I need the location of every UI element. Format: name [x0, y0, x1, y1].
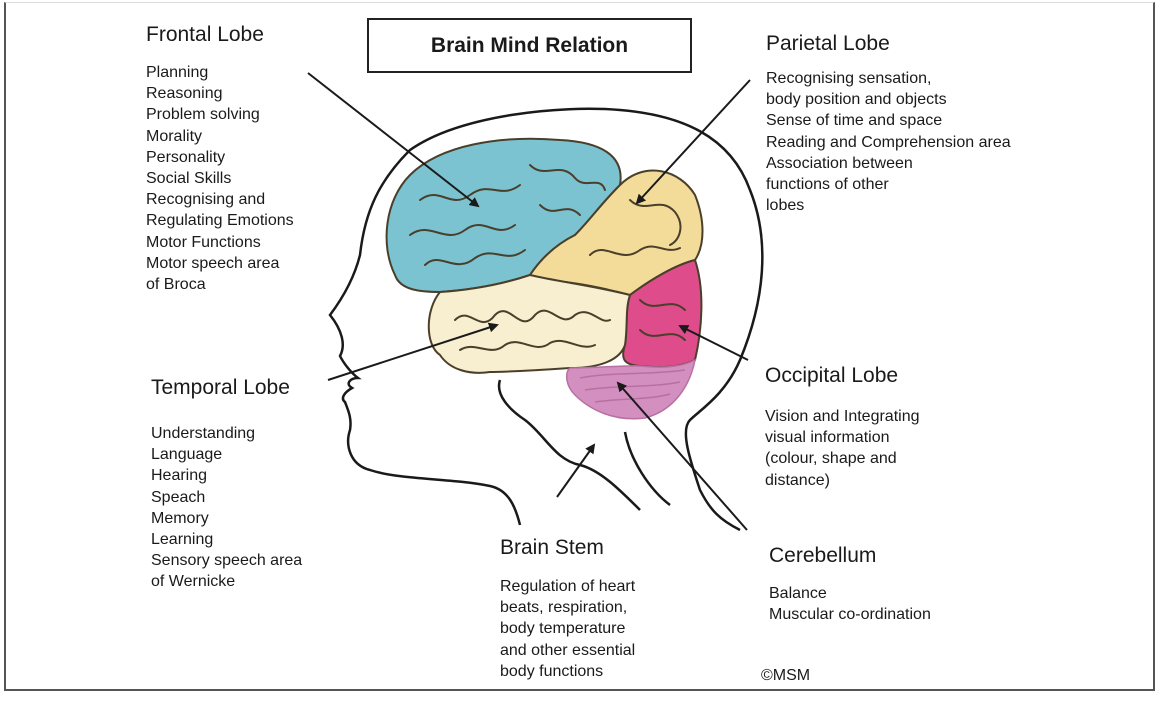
function-item: Reasoning — [146, 85, 223, 103]
arrow-parietal — [635, 79, 751, 205]
function-item: of Wernicke — [151, 573, 236, 591]
arrow-occipital — [678, 325, 749, 361]
cerebellum-shape — [565, 358, 697, 420]
frontal-lobe-label: Frontal Lobe Planning Reasoning Problem … — [146, 22, 294, 295]
cerebellum-heading: Cerebellum — [769, 544, 877, 567]
arrow-frontal — [307, 72, 480, 208]
temporal-lobe-heading: Temporal Lobe — [151, 376, 290, 399]
function-item: Motor speech area — [146, 254, 280, 272]
brain-stem-heading: Brain Stem — [500, 536, 604, 559]
parietal-lobe-label: Parietal Lobe Recognising sensation, bod… — [766, 31, 1011, 216]
parietal-lobe-functions: Recognising sensation, body position and… — [766, 68, 1011, 216]
parietal-lobe-heading: Parietal Lobe — [766, 32, 890, 55]
function-item: Muscular co-ordination — [769, 606, 931, 624]
copyright-notice: ©MSM — [761, 667, 811, 684]
function-item: Association between — [766, 154, 913, 172]
function-item: and other essential — [500, 641, 636, 659]
function-item: Personality — [146, 148, 226, 166]
function-item: Regulating Emotions — [146, 212, 294, 230]
brain-stem-functions: Regulation of heart beats, respiration, … — [500, 576, 635, 682]
function-item: Recognising and — [146, 191, 266, 209]
function-item: Problem solving — [146, 106, 260, 124]
function-item: visual information — [765, 429, 890, 447]
spine-line — [623, 431, 671, 506]
brain-stem-label: Brain Stem Regulation of heart beats, re… — [500, 535, 635, 682]
function-item: body temperature — [500, 620, 626, 638]
cerebellum-functions: Balance Muscular co-ordination — [769, 583, 931, 625]
function-item: Vision and Integrating — [765, 408, 920, 425]
function-item: body position and objects — [766, 91, 947, 109]
function-item: Motor Functions — [146, 233, 261, 251]
occipital-lobe-functions: Vision and Integrating visual informatio… — [765, 406, 919, 491]
occipital-lobe-shape — [622, 258, 703, 369]
arrow-temporal — [327, 322, 499, 381]
function-item: Sense of time and space — [766, 112, 943, 130]
gyri-lines — [409, 164, 686, 351]
function-item: Recognising sensation, — [766, 70, 932, 87]
diagram-title: Brain Mind Relation — [430, 33, 629, 57]
function-item: body functions — [500, 662, 604, 680]
function-item: Sensory speech area — [151, 552, 303, 570]
function-item: Planning — [146, 64, 209, 81]
temporal-lobe-shape — [427, 273, 632, 374]
cerebellum-folia — [579, 369, 686, 403]
function-item: Memory — [151, 509, 209, 527]
function-item: Learning — [151, 531, 214, 549]
head-outline — [328, 107, 764, 532]
function-item: (colour, shape and — [765, 450, 897, 468]
function-item: Regulation of heart — [500, 578, 636, 595]
arrow-cerebellum — [616, 381, 748, 531]
function-item: Balance — [769, 585, 827, 602]
diagram-frame — [4, 2, 1155, 691]
temporal-lobe-functions: Understanding Language Hearing Speach Me… — [151, 423, 302, 593]
diagram-title-box: Brain Mind Relation — [367, 18, 692, 73]
pointer-arrows — [307, 72, 751, 531]
function-item: beats, respiration, — [500, 599, 628, 617]
function-item: Morality — [146, 127, 203, 145]
function-item: lobes — [766, 197, 805, 215]
function-item: Reading and Comprehension area — [766, 133, 1011, 151]
neck-line — [497, 379, 641, 511]
frontal-lobe-heading: Frontal Lobe — [146, 23, 264, 46]
function-item: functions of other — [766, 176, 889, 194]
cerebellum-label: Cerebellum Balance Muscular co-ordinatio… — [769, 543, 931, 625]
function-item: Social Skills — [146, 170, 232, 188]
function-item: Language — [151, 446, 223, 464]
function-item: Speach — [151, 488, 206, 506]
function-item: of Broca — [146, 276, 206, 294]
function-item: Hearing — [151, 467, 208, 485]
occipital-lobe-heading: Occipital Lobe — [765, 364, 899, 387]
function-item: distance) — [765, 471, 830, 489]
frontal-lobe-functions: Planning Reasoning Problem solving Moral… — [146, 62, 294, 295]
arrow-brain-stem — [556, 443, 596, 498]
occipital-lobe-label: Occipital Lobe Vision and Integrating vi… — [765, 363, 919, 491]
function-item: Understanding — [151, 425, 256, 442]
temporal-lobe-label: Temporal Lobe Understanding Language Hea… — [151, 375, 302, 593]
